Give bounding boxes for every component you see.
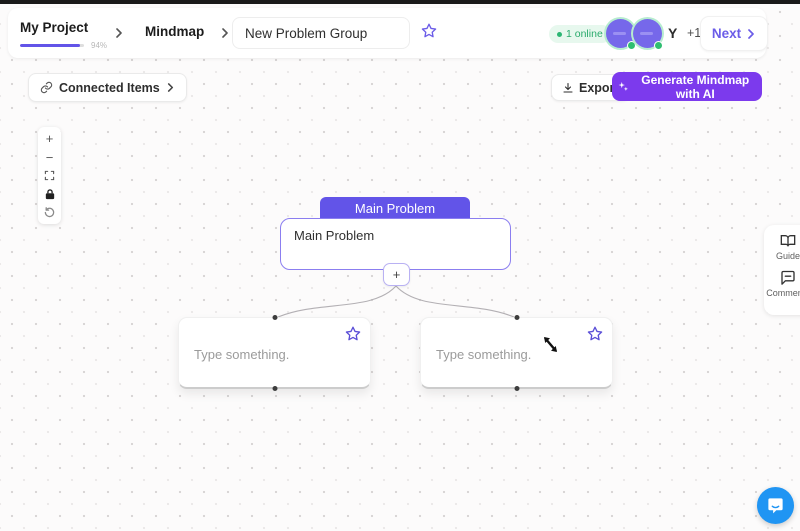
avatar[interactable]	[606, 19, 636, 50]
online-badge: 1 online	[549, 25, 611, 43]
progress-fill	[20, 44, 81, 47]
generate-mindmap-ai-label: Generate Mindmap with AI	[641, 72, 750, 101]
connection-handle[interactable]	[272, 315, 277, 320]
user-initial-label: Y	[668, 25, 678, 41]
chat-widget-button[interactable]	[757, 487, 794, 524]
child-node[interactable]: Type something.	[420, 315, 613, 391]
avatar-placeholder-mark	[640, 32, 653, 35]
progress-track	[20, 44, 84, 47]
node-star-icon[interactable]	[344, 325, 362, 343]
download-icon	[563, 82, 573, 93]
chevron-right-icon	[167, 83, 173, 92]
node-star-icon[interactable]	[586, 325, 604, 343]
child-node[interactable]: Type something.	[178, 315, 371, 391]
breadcrumb-project[interactable]: My Project 94%	[20, 20, 107, 50]
guide-button[interactable]: Guide	[776, 234, 800, 261]
online-dot-icon	[557, 31, 562, 37]
fit-view-button[interactable]	[38, 167, 61, 185]
avatar[interactable]	[633, 19, 663, 50]
node-placeholder-text: Type something.	[194, 347, 290, 362]
canvas-controls: + −	[38, 127, 61, 224]
connection-handle[interactable]	[514, 315, 519, 320]
add-child-button[interactable]: +	[383, 263, 410, 286]
chat-bubble-icon	[768, 498, 783, 514]
export-label: Export	[579, 80, 619, 95]
presence-dot-icon	[627, 41, 636, 50]
book-icon	[780, 235, 796, 247]
breadcrumb-mindmap[interactable]: Mindmap	[145, 24, 205, 39]
connected-items-label: Connected Items	[59, 80, 160, 95]
connected-items-button[interactable]: Connected Items	[28, 73, 187, 102]
comments-label: Comments	[766, 288, 800, 298]
next-button[interactable]: Next	[700, 16, 768, 51]
progress-percent-label: 94%	[91, 41, 108, 50]
fit-view-icon	[44, 170, 55, 181]
chevron-right-icon	[220, 25, 230, 43]
connection-handle[interactable]	[272, 386, 277, 391]
next-button-label: Next	[711, 26, 742, 41]
link-icon	[40, 81, 53, 94]
reset-icon	[44, 207, 55, 218]
zoom-in-button[interactable]: +	[38, 130, 61, 148]
window-top-strip	[0, 0, 800, 4]
main-node-text: Main Problem	[294, 228, 375, 243]
reset-view-button[interactable]	[38, 204, 61, 222]
project-progress: 94%	[20, 41, 107, 50]
project-title[interactable]: My Project	[20, 20, 89, 35]
connection-handle[interactable]	[514, 386, 519, 391]
presence-dot-icon	[654, 41, 663, 50]
generate-mindmap-ai-button[interactable]: Generate Mindmap with AI	[612, 72, 762, 101]
avatar-placeholder-mark	[613, 32, 626, 35]
overflow-users-count[interactable]: +1	[687, 26, 702, 40]
comments-button[interactable]: Comments	[766, 270, 800, 298]
main-node-tab[interactable]: Main Problem	[320, 197, 470, 219]
node-placeholder-text: Type something.	[436, 347, 532, 362]
zoom-out-button[interactable]: −	[38, 148, 61, 166]
chevron-right-icon	[114, 25, 124, 43]
ai-sparkle-icon	[618, 81, 628, 91]
favorite-star-icon[interactable]	[419, 22, 439, 42]
header: My Project 94% Mindmap 1 online Y +1 Nex…	[8, 8, 768, 58]
help-panel: Guide Comments	[764, 225, 800, 315]
guide-label: Guide	[775, 251, 800, 261]
comment-icon	[781, 270, 795, 285]
lock-button[interactable]	[38, 185, 61, 203]
group-name-input[interactable]	[232, 17, 410, 49]
lock-icon	[45, 188, 54, 199]
online-count-label: 1 online	[566, 28, 603, 40]
chevron-right-icon	[748, 28, 754, 39]
